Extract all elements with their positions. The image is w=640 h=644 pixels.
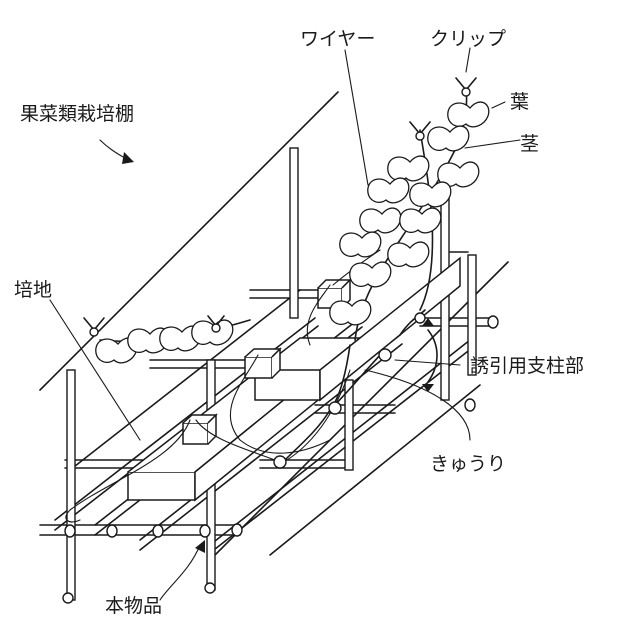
label-stem: 茎: [520, 133, 539, 155]
label-clip: クリップ: [430, 28, 506, 50]
label-trellis: 果菜類栽培棚: [20, 103, 134, 125]
label-wire: ワイヤー: [300, 28, 375, 50]
label-product: 本物品: [105, 595, 162, 617]
label-support: 誘引用支柱部: [470, 355, 584, 377]
label-medium: 培地: [14, 279, 52, 301]
label-cucumber: きゅうり: [430, 453, 506, 475]
support-adjust-arrow: [422, 318, 437, 392]
label-leaf: 葉: [510, 91, 529, 113]
